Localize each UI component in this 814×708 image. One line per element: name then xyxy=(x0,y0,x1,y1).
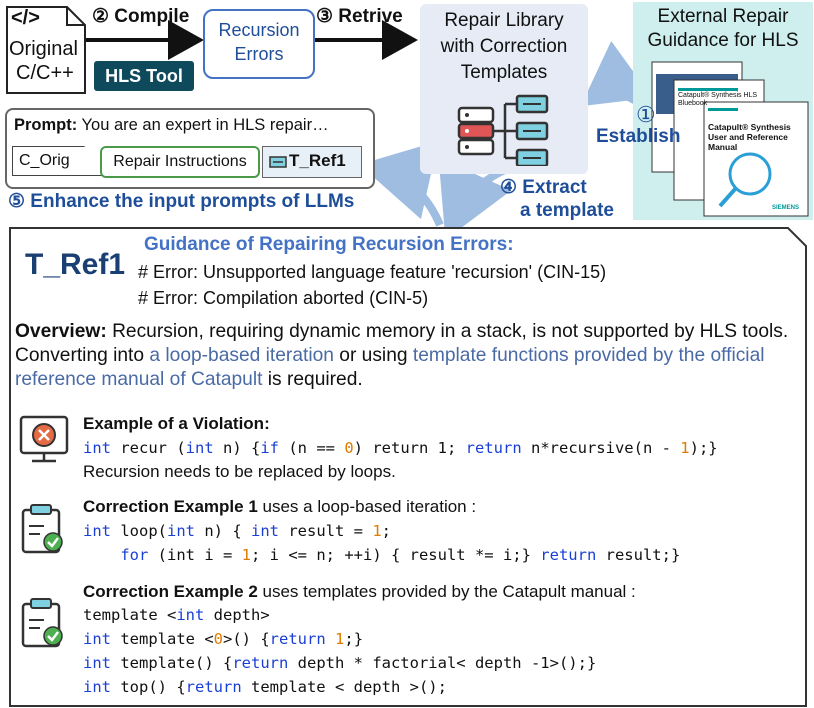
step4-line2: a template xyxy=(520,200,614,221)
template-frame xyxy=(9,227,807,707)
step4-line1: ④ Extract xyxy=(500,177,587,198)
correction1-clipboard-icon xyxy=(21,504,63,554)
violation-note: Recursion needs to be replaced by loops. xyxy=(83,462,396,481)
hls-tool-badge: HLS Tool xyxy=(94,61,194,91)
chip-t-ref1-label: T_Ref1 xyxy=(289,151,346,170)
correction2-code-line3: int template() {return depth * factorial… xyxy=(83,654,597,672)
chip-t-ref1: T_Ref1 xyxy=(262,146,362,178)
step1-establish: Establish xyxy=(596,126,681,147)
template-chip-icon xyxy=(269,156,287,168)
prompt-label: Prompt: xyxy=(14,116,78,134)
overview-paragraph: Overview: Recursion, requiring dynamic m… xyxy=(15,320,803,392)
manual-books-image xyxy=(651,61,809,217)
book2-title: Catapult® Synthesis User and Reference M… xyxy=(708,122,791,152)
correction2-clipboard-icon xyxy=(21,598,63,648)
correction2-desc: uses templates provided by the Catapult … xyxy=(257,582,636,601)
overview-text-c: is required. xyxy=(262,369,363,390)
source-label-original: Original xyxy=(9,38,78,60)
database-icon xyxy=(457,94,549,166)
correction2-code-line1: template <int depth> xyxy=(83,606,270,624)
violation-monitor-icon xyxy=(19,415,69,463)
overview-text-a: Recursion, requiring dynamic memory in a… xyxy=(15,321,789,366)
correction1-code-line2: for (int i = 1; i <= n; ++i) { result *=… xyxy=(120,546,681,564)
overview-label: Overview: xyxy=(15,321,107,342)
overview-link-templates: template functions provided by the offic… xyxy=(15,345,765,390)
overview-text-b: or using xyxy=(333,345,413,366)
correction1-title: Correction Example 1 xyxy=(83,497,258,516)
book1-title: Catapult® Synthesis HLS Bluebook xyxy=(678,92,758,107)
template-error1: # Error: Unsupported language feature 'r… xyxy=(138,262,607,282)
step-retrive: ③ Retrive xyxy=(316,6,403,27)
recursion-errors-line2: Errors xyxy=(234,44,284,64)
step5-enhance: ⑤ Enhance the input prompts of LLMs xyxy=(8,191,355,212)
prompt-text: You are an expert in HLS repair… xyxy=(77,116,329,134)
correction1-heading: Correction Example 1 uses a loop-based i… xyxy=(83,497,476,517)
source-code-glyph: </> xyxy=(11,7,40,29)
overview-link-loop: a loop-based iteration xyxy=(149,345,334,366)
book-brand: SIEMENS xyxy=(772,205,800,211)
source-file-icon xyxy=(6,6,86,94)
external-title-line1: External Repair xyxy=(657,6,789,27)
library-line3: Templates xyxy=(460,62,548,83)
external-title-line2: Guidance for HLS xyxy=(647,30,799,51)
correction2-heading: Correction Example 2 uses templates prov… xyxy=(83,582,636,602)
correction1-desc: uses a loop-based iteration : xyxy=(257,497,477,516)
violation-title: Example of a Violation: xyxy=(83,414,270,433)
template-error2: # Error: Compilation aborted (CIN-5) xyxy=(138,288,429,308)
correction2-code-line4: int top() {return template < depth >(); xyxy=(83,678,447,696)
step-compile: ② Compile xyxy=(92,6,190,27)
step1-number: ① xyxy=(636,102,656,127)
template-id: T_Ref1 xyxy=(25,248,126,281)
template-title: Guidance of Repairing Recursion Errors: xyxy=(144,234,514,255)
chip-repair-instructions: Repair Instructions xyxy=(100,146,260,178)
correction1-code-line1: int loop(int n) { int result = 1; xyxy=(83,522,392,540)
library-line2: with Correction xyxy=(440,36,568,57)
recursion-errors-line1: Recursion xyxy=(218,20,300,40)
prompt-line: Prompt: You are an expert in HLS repair… xyxy=(14,116,329,135)
recursion-errors-box xyxy=(203,9,315,79)
chip-c-orig: C_Orig xyxy=(12,146,102,176)
correction2-code-line2: int template <0>() {return 1;} xyxy=(83,630,364,648)
violation-code: int recur (int n) {if (n == 0) return 1;… xyxy=(83,439,718,457)
source-label-cpp: C/C++ xyxy=(16,62,74,84)
library-line1: Repair Library xyxy=(444,10,564,31)
correction2-title: Correction Example 2 xyxy=(83,582,258,601)
